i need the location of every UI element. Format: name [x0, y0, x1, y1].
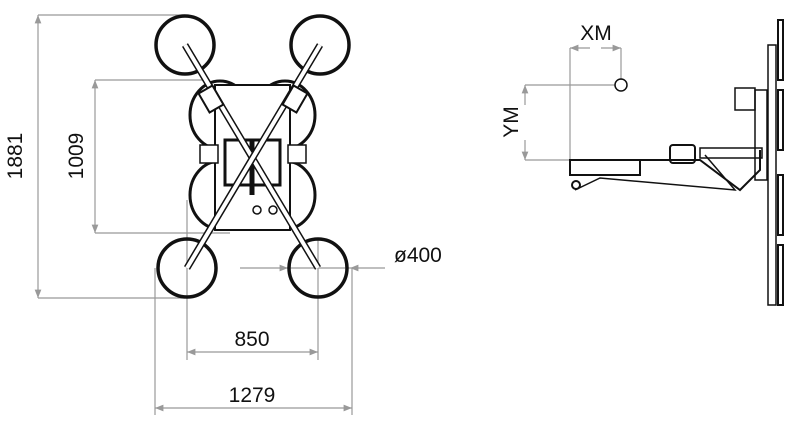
- dimension-label-1279: 1279: [229, 384, 276, 407]
- dimension-label-1009: 1009: [65, 133, 88, 180]
- vacuum-lifter-front-view: [154, 14, 351, 299]
- vacuum-lifter-side-view: [569, 19, 784, 306]
- ym-label: YM: [500, 106, 523, 138]
- dimension-850: 850: [186, 200, 319, 360]
- center-of-mass-marker: [614, 78, 628, 92]
- dimension-1881: 1881: [4, 14, 185, 299]
- xm-label: XM: [580, 22, 612, 45]
- dimension-label-diameter: ø400: [394, 244, 442, 267]
- dimension-label-1881: 1881: [4, 133, 27, 180]
- dimension-label-850: 850: [234, 328, 269, 351]
- dimension-ym: YM: [500, 84, 615, 161]
- dimension-1279: 1279: [154, 268, 353, 415]
- dimension-pad-diameter: ø400: [240, 244, 442, 272]
- dimension-xm: XM: [569, 22, 622, 160]
